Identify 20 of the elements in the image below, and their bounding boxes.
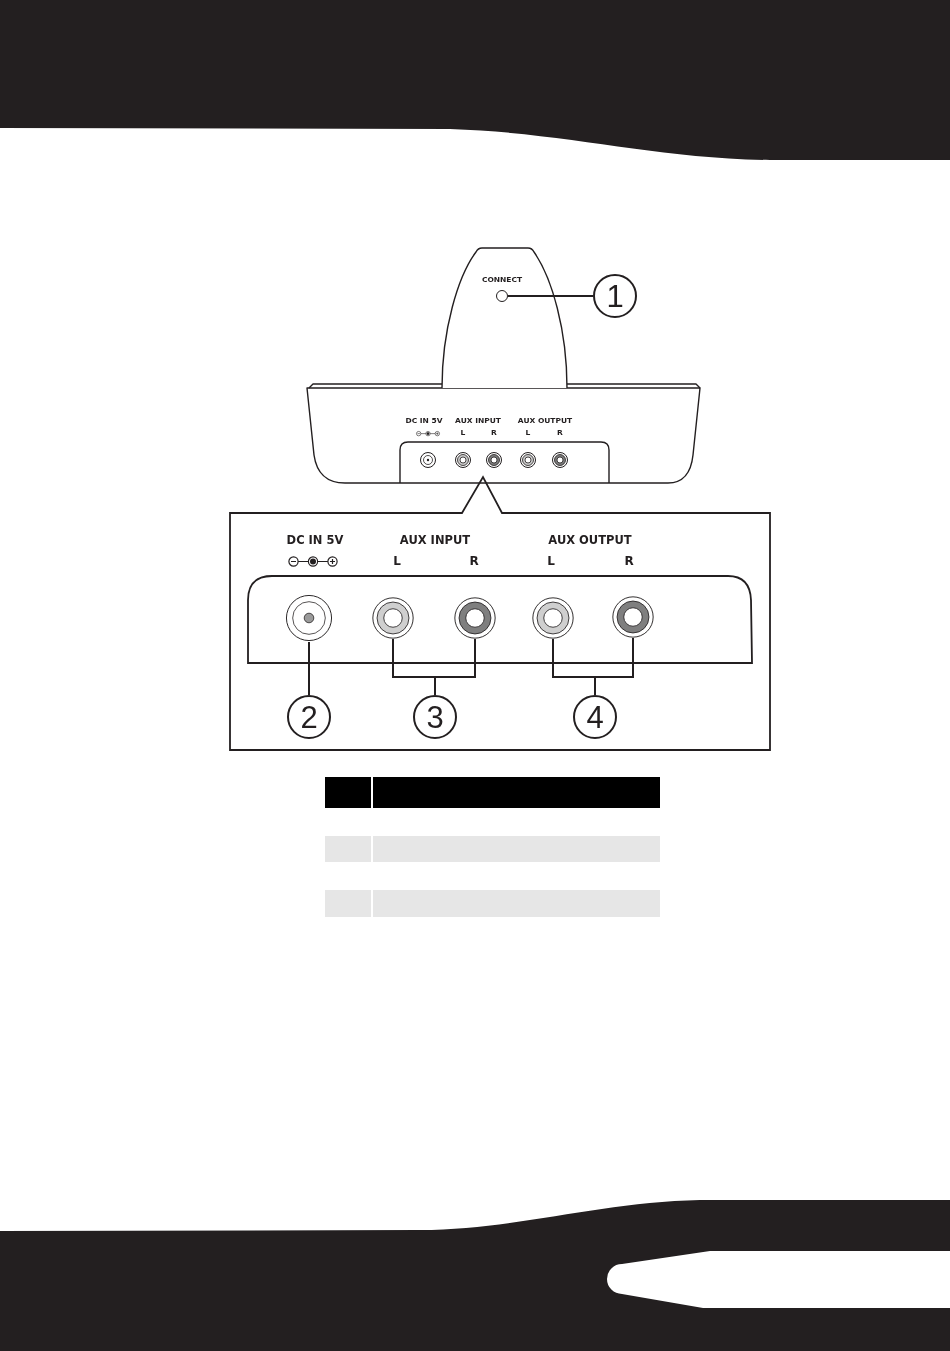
port-label: AUX OUTPUT	[548, 535, 632, 547]
callout-number: 4	[573, 695, 617, 739]
channel-label: R	[624, 555, 634, 567]
channel-label: L	[547, 555, 555, 567]
audio-jack	[372, 597, 414, 639]
audio-jack	[532, 597, 574, 639]
dc-power-jack	[285, 594, 333, 642]
port-label: AUX INPUT	[399, 535, 471, 547]
leader-line	[507, 295, 594, 297]
callout-number: 2	[287, 695, 331, 739]
audio-jack	[612, 596, 654, 638]
leader-line	[308, 641, 310, 696]
channel-label: R	[469, 555, 479, 567]
channel-label: L	[393, 555, 401, 567]
leader-line	[594, 637, 634, 696]
leader-line	[434, 638, 476, 696]
callout-number: 1	[593, 274, 637, 318]
audio-jack	[454, 597, 496, 639]
callout-number: 3	[413, 695, 457, 739]
port-label: DC IN 5V	[286, 535, 344, 547]
